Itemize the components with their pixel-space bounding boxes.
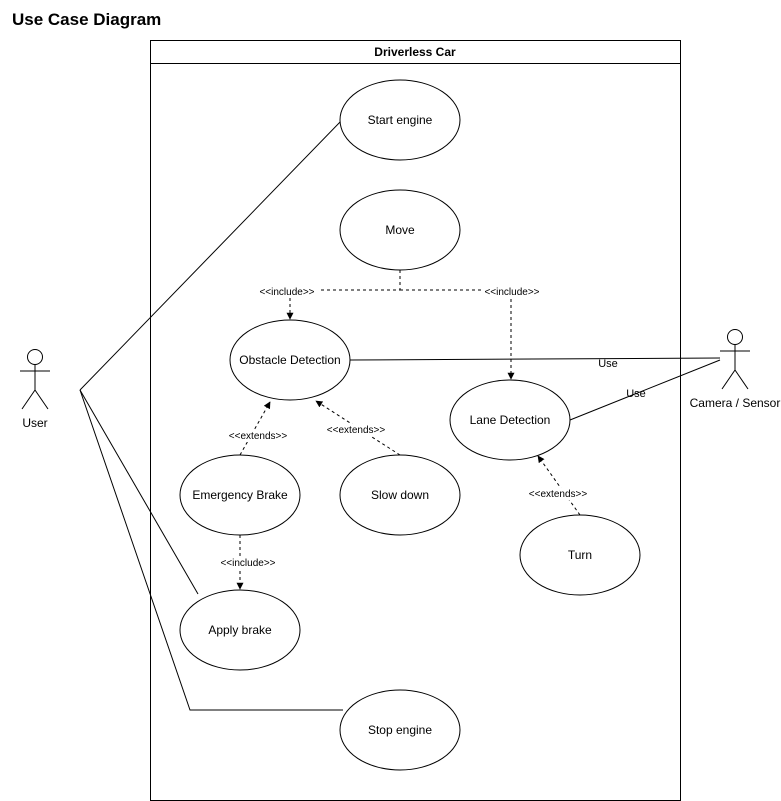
- extend-emergency-obstacle[interactable]: [239, 401, 271, 456]
- use-case-move[interactable]: Move: [339, 189, 461, 271]
- use-case-label: Start engine: [368, 113, 433, 127]
- association-user-apply-brake[interactable]: [79, 389, 199, 595]
- label-include-lane: <<include>>: [484, 287, 539, 298]
- use-case-stop-engine[interactable]: Stop engine: [339, 689, 461, 771]
- use-case-obstacle-detection[interactable]: Obstacle Detection: [229, 319, 351, 401]
- extend-turn-lane[interactable]: [537, 455, 581, 516]
- label-extends-turn: <<extends>>: [529, 489, 588, 500]
- use-case-turn[interactable]: Turn: [519, 514, 641, 596]
- actor-user-icon: [27, 349, 43, 365]
- use-case-label: Lane Detection: [470, 413, 551, 427]
- use-case-label: Emergency Brake: [192, 488, 288, 502]
- use-case-label: Turn: [568, 548, 592, 562]
- system-boundary[interactable]: Driverless Car: [150, 40, 681, 801]
- use-label-lane: Use: [626, 388, 646, 400]
- use-case-start-engine[interactable]: Start engine: [339, 79, 461, 161]
- label-include-apply: <<include>>: [220, 558, 275, 569]
- use-case-label: Obstacle Detection: [239, 353, 340, 367]
- actor-user-label: User: [22, 416, 47, 430]
- use-case-label: Stop engine: [368, 723, 432, 737]
- use-case-emergency-brake[interactable]: Emergency Brake: [179, 454, 301, 536]
- diagram-title: Use Case Diagram: [12, 10, 161, 29]
- system-name: Driverless Car: [374, 45, 456, 59]
- use-case-lane-detection[interactable]: Lane Detection: [449, 379, 571, 461]
- use-case-label: Apply brake: [208, 623, 272, 637]
- use-case-apply-brake[interactable]: Apply brake: [179, 589, 301, 671]
- label-extends-slowdown: <<extends>>: [327, 425, 386, 436]
- actor-camera-icon: [727, 329, 743, 345]
- user-associations: [79, 119, 343, 711]
- use-case-label: Move: [385, 223, 415, 237]
- include-move-obstacle[interactable]: [286, 270, 401, 320]
- association-user-start-engine[interactable]: [79, 119, 343, 391]
- use-case-slow-down[interactable]: Slow down: [339, 454, 461, 536]
- association-obstacle-camera[interactable]: [349, 357, 721, 361]
- use-case-label: Slow down: [371, 488, 429, 502]
- use-label-obstacle: Use: [598, 358, 618, 370]
- actor-camera-label: Camera / Sensor: [690, 396, 781, 410]
- association-user-stop-engine[interactable]: [79, 389, 343, 711]
- relation-labels: <<include>> <<include>> <<extends>> <<ex…: [217, 285, 591, 569]
- label-include-obstacle: <<include>>: [259, 287, 314, 298]
- label-extends-emergency: <<extends>>: [229, 431, 288, 442]
- association-lane-camera[interactable]: [569, 359, 721, 421]
- actor-camera[interactable]: [720, 329, 750, 390]
- camera-associations: [349, 357, 721, 421]
- actor-user[interactable]: [20, 349, 50, 410]
